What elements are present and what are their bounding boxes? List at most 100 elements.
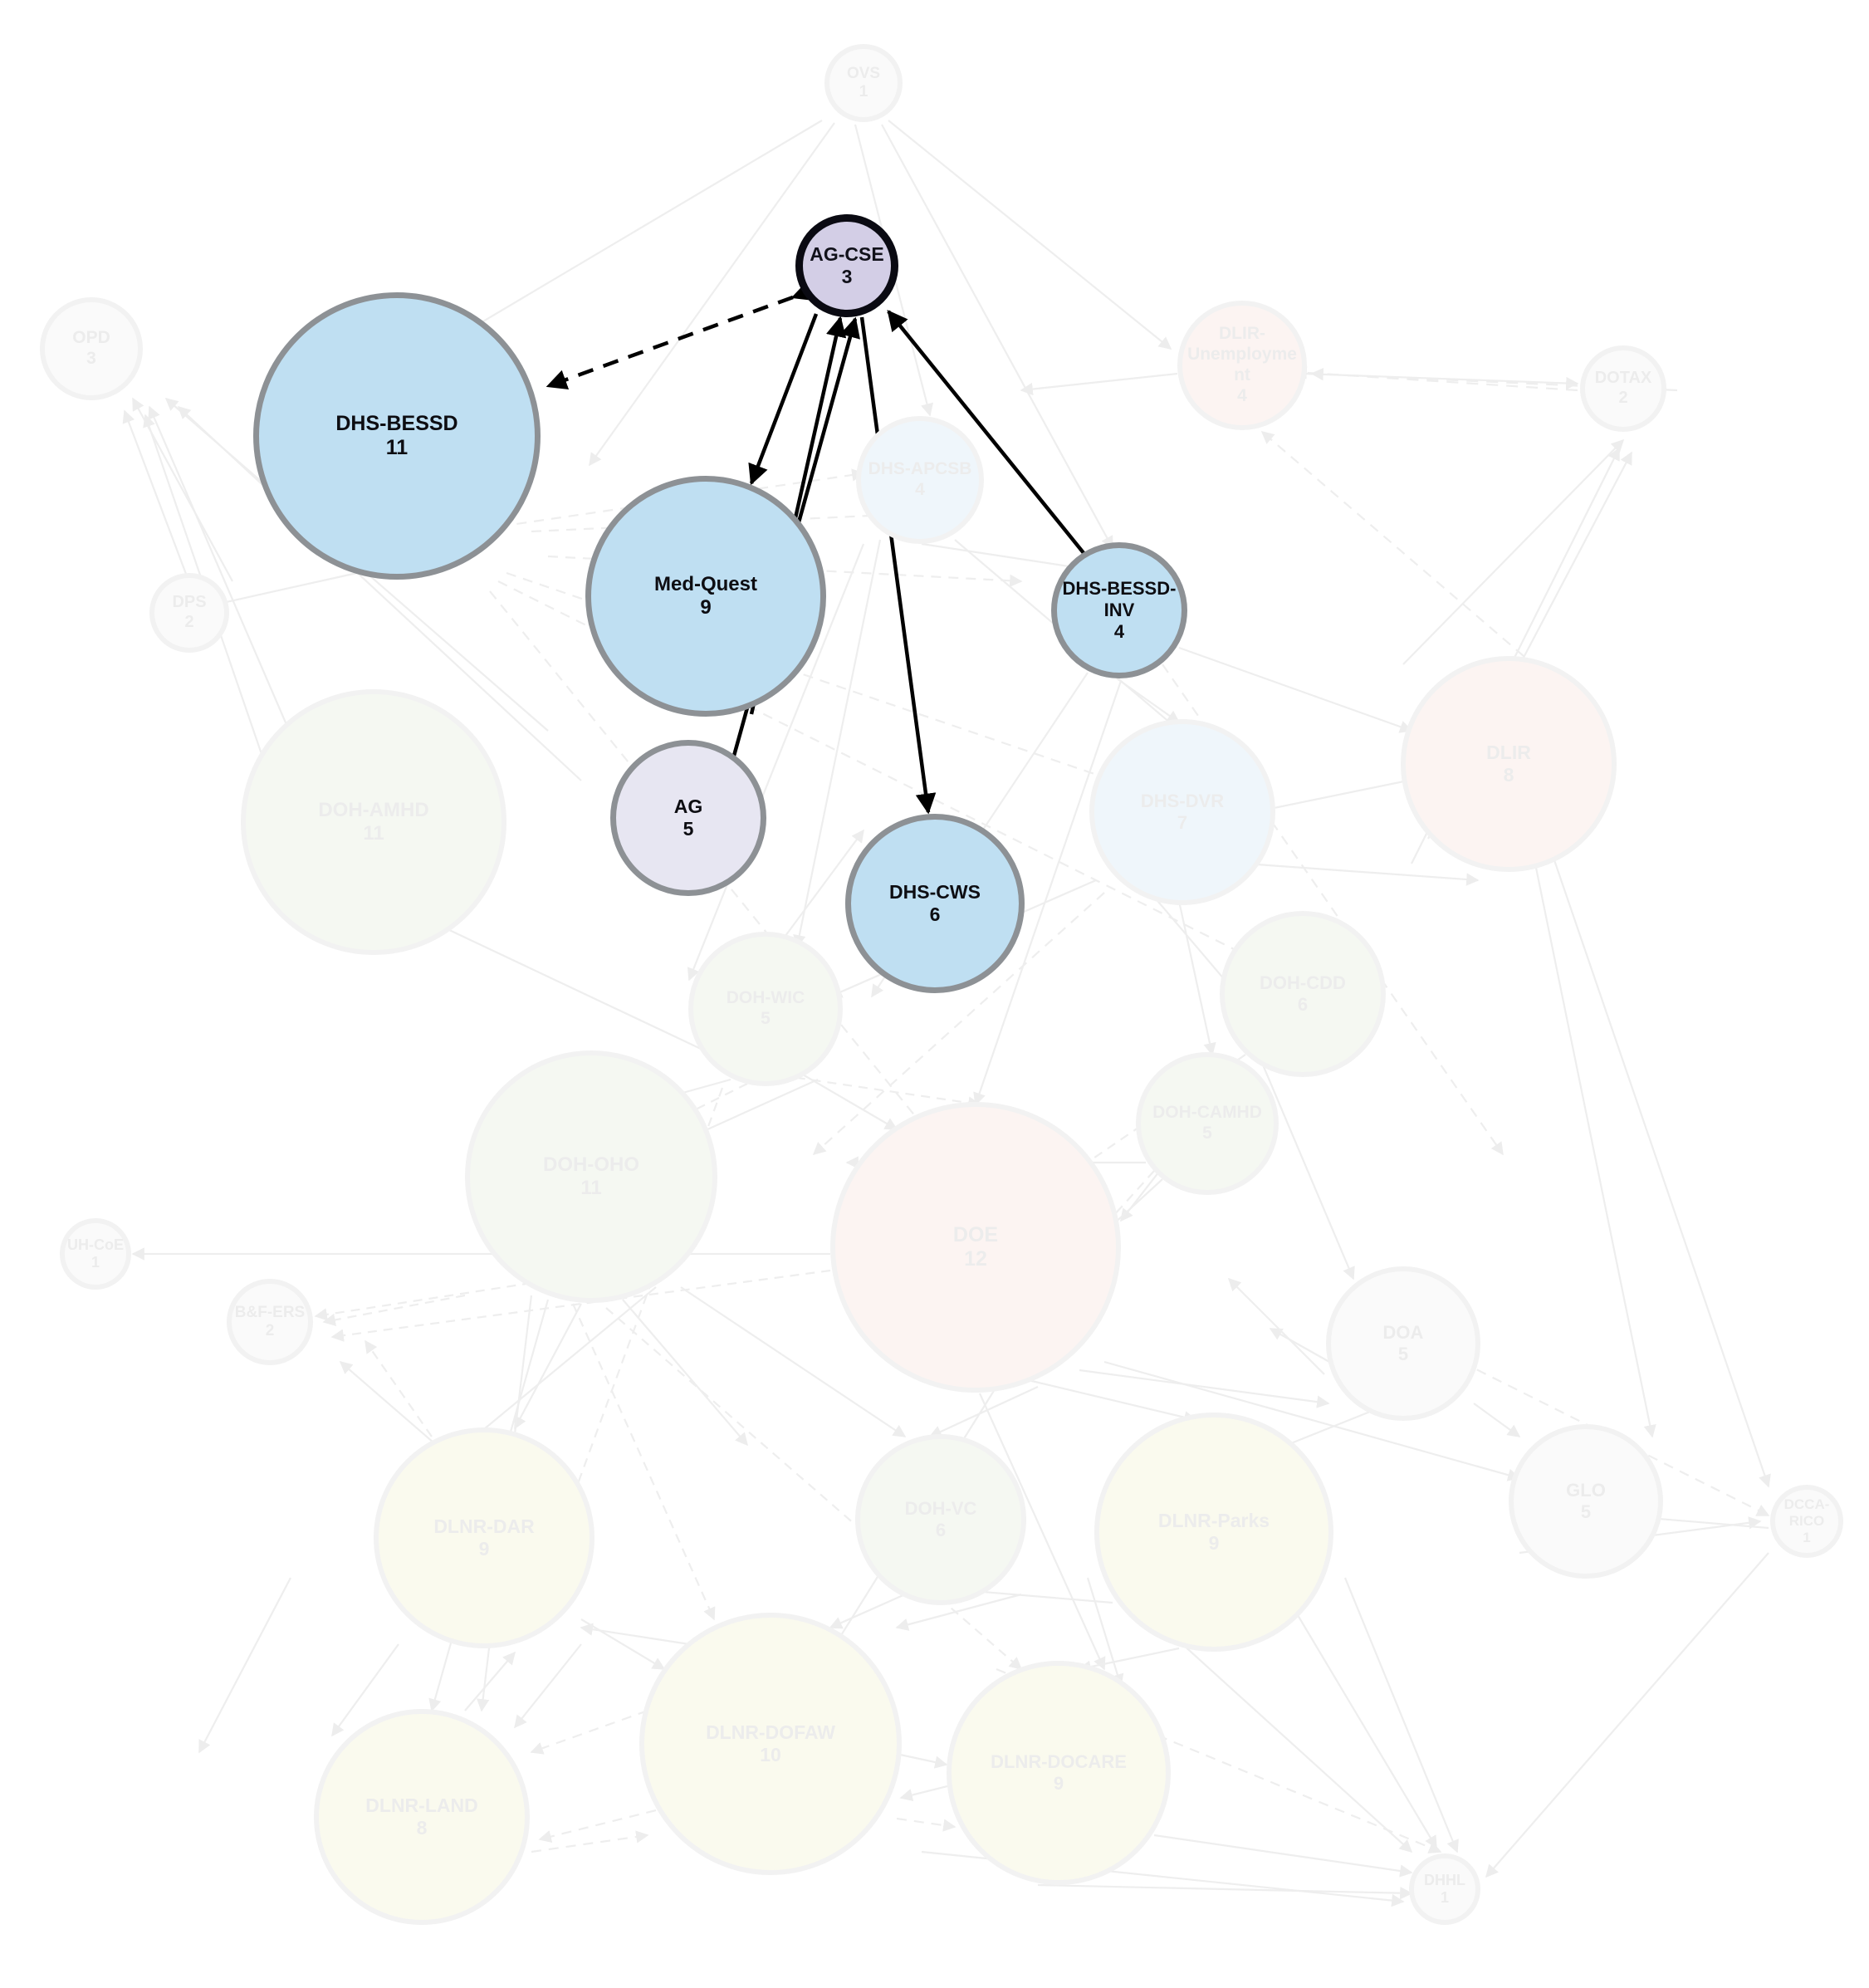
- node-label: OPD: [72, 328, 110, 348]
- node-count: 9: [1208, 1532, 1220, 1554]
- node-count: 11: [580, 1177, 602, 1199]
- node-label: DOTAX: [1594, 369, 1652, 388]
- node-label: DCCA-RICO: [1783, 1496, 1830, 1529]
- node-label: DLIR-Unemployment: [1187, 324, 1297, 384]
- node-label: AG-CSE: [810, 242, 884, 265]
- node-label: DOE: [952, 1222, 999, 1246]
- node-count: 11: [385, 436, 409, 459]
- node-label: DLNR-DAR: [433, 1515, 535, 1537]
- node-label: DHS-BESSD-INV: [1062, 578, 1177, 621]
- node-count: 1: [859, 83, 868, 100]
- node-label: AG: [673, 795, 703, 817]
- node-label: DOH-CAMHD: [1152, 1103, 1262, 1123]
- node-label: DHS-CWS: [889, 880, 981, 903]
- node-count: 3: [86, 349, 96, 368]
- node-label: DHS-DVR: [1140, 791, 1225, 812]
- node-count: 3: [841, 266, 853, 287]
- node-count: 11: [363, 822, 384, 845]
- node-count: 5: [761, 1009, 771, 1028]
- node-label: DHS-APCSB: [868, 459, 972, 479]
- node-label: DLIR: [1486, 741, 1531, 763]
- node-label: GLO: [1566, 1480, 1606, 1501]
- edge-agcse-dhsbessd: [546, 281, 815, 390]
- node-count: 7: [1177, 812, 1188, 833]
- node-label: DOA: [1382, 1322, 1424, 1344]
- node-count: 1: [1803, 1530, 1811, 1546]
- node-count: 4: [1237, 385, 1247, 405]
- edge-agcse-dhscws: [859, 316, 937, 815]
- node-label: DOH-CDD: [1260, 972, 1346, 994]
- node-count: 6: [929, 903, 941, 925]
- node-count: 9: [1053, 1773, 1064, 1794]
- node-count: 12: [964, 1247, 987, 1271]
- node-count: 2: [1618, 389, 1628, 407]
- node-count: 2: [184, 613, 194, 631]
- node-count: 5: [1202, 1124, 1212, 1143]
- node-label: DLNR-Parks: [1157, 1509, 1270, 1531]
- node-count: 8: [416, 1817, 428, 1839]
- node-count: 9: [478, 1538, 490, 1560]
- node-count: 10: [760, 1744, 781, 1765]
- node-label: DHS-BESSD: [335, 411, 458, 435]
- node-count: 5: [683, 818, 694, 840]
- node-count: 5: [1397, 1344, 1409, 1364]
- node-label: DOH-AMHD: [318, 798, 429, 821]
- node-label: UH-CoE: [67, 1236, 124, 1253]
- node-count: 8: [1503, 764, 1514, 786]
- node-label: OVS: [846, 64, 881, 82]
- edge-dhsbessdinv-agcse: [887, 310, 1089, 560]
- node-label: DLNR-DOFAW: [706, 1721, 835, 1743]
- node-count: 4: [915, 480, 925, 499]
- node-label: DOH-VC: [904, 1498, 977, 1520]
- node-label: DLNR-LAND: [365, 1794, 478, 1816]
- node-count: 6: [935, 1520, 947, 1540]
- node-label: DPS: [172, 593, 207, 612]
- node-label: DHHL: [1424, 1871, 1465, 1888]
- node-count: 5: [1580, 1501, 1592, 1522]
- node-count: 1: [91, 1254, 100, 1271]
- node-count: 6: [1297, 994, 1309, 1015]
- node-count: 4: [1113, 620, 1125, 642]
- node-label: DLNR-DOCARE: [991, 1751, 1127, 1773]
- node-count: 2: [265, 1322, 275, 1339]
- node-label: B&F-ERS: [234, 1303, 306, 1321]
- node-label: Med-Quest: [653, 572, 757, 595]
- edge-agcse-medquest: [748, 313, 819, 486]
- node-count: 1: [1440, 1889, 1449, 1906]
- node-label: DOH-WIC: [726, 988, 805, 1008]
